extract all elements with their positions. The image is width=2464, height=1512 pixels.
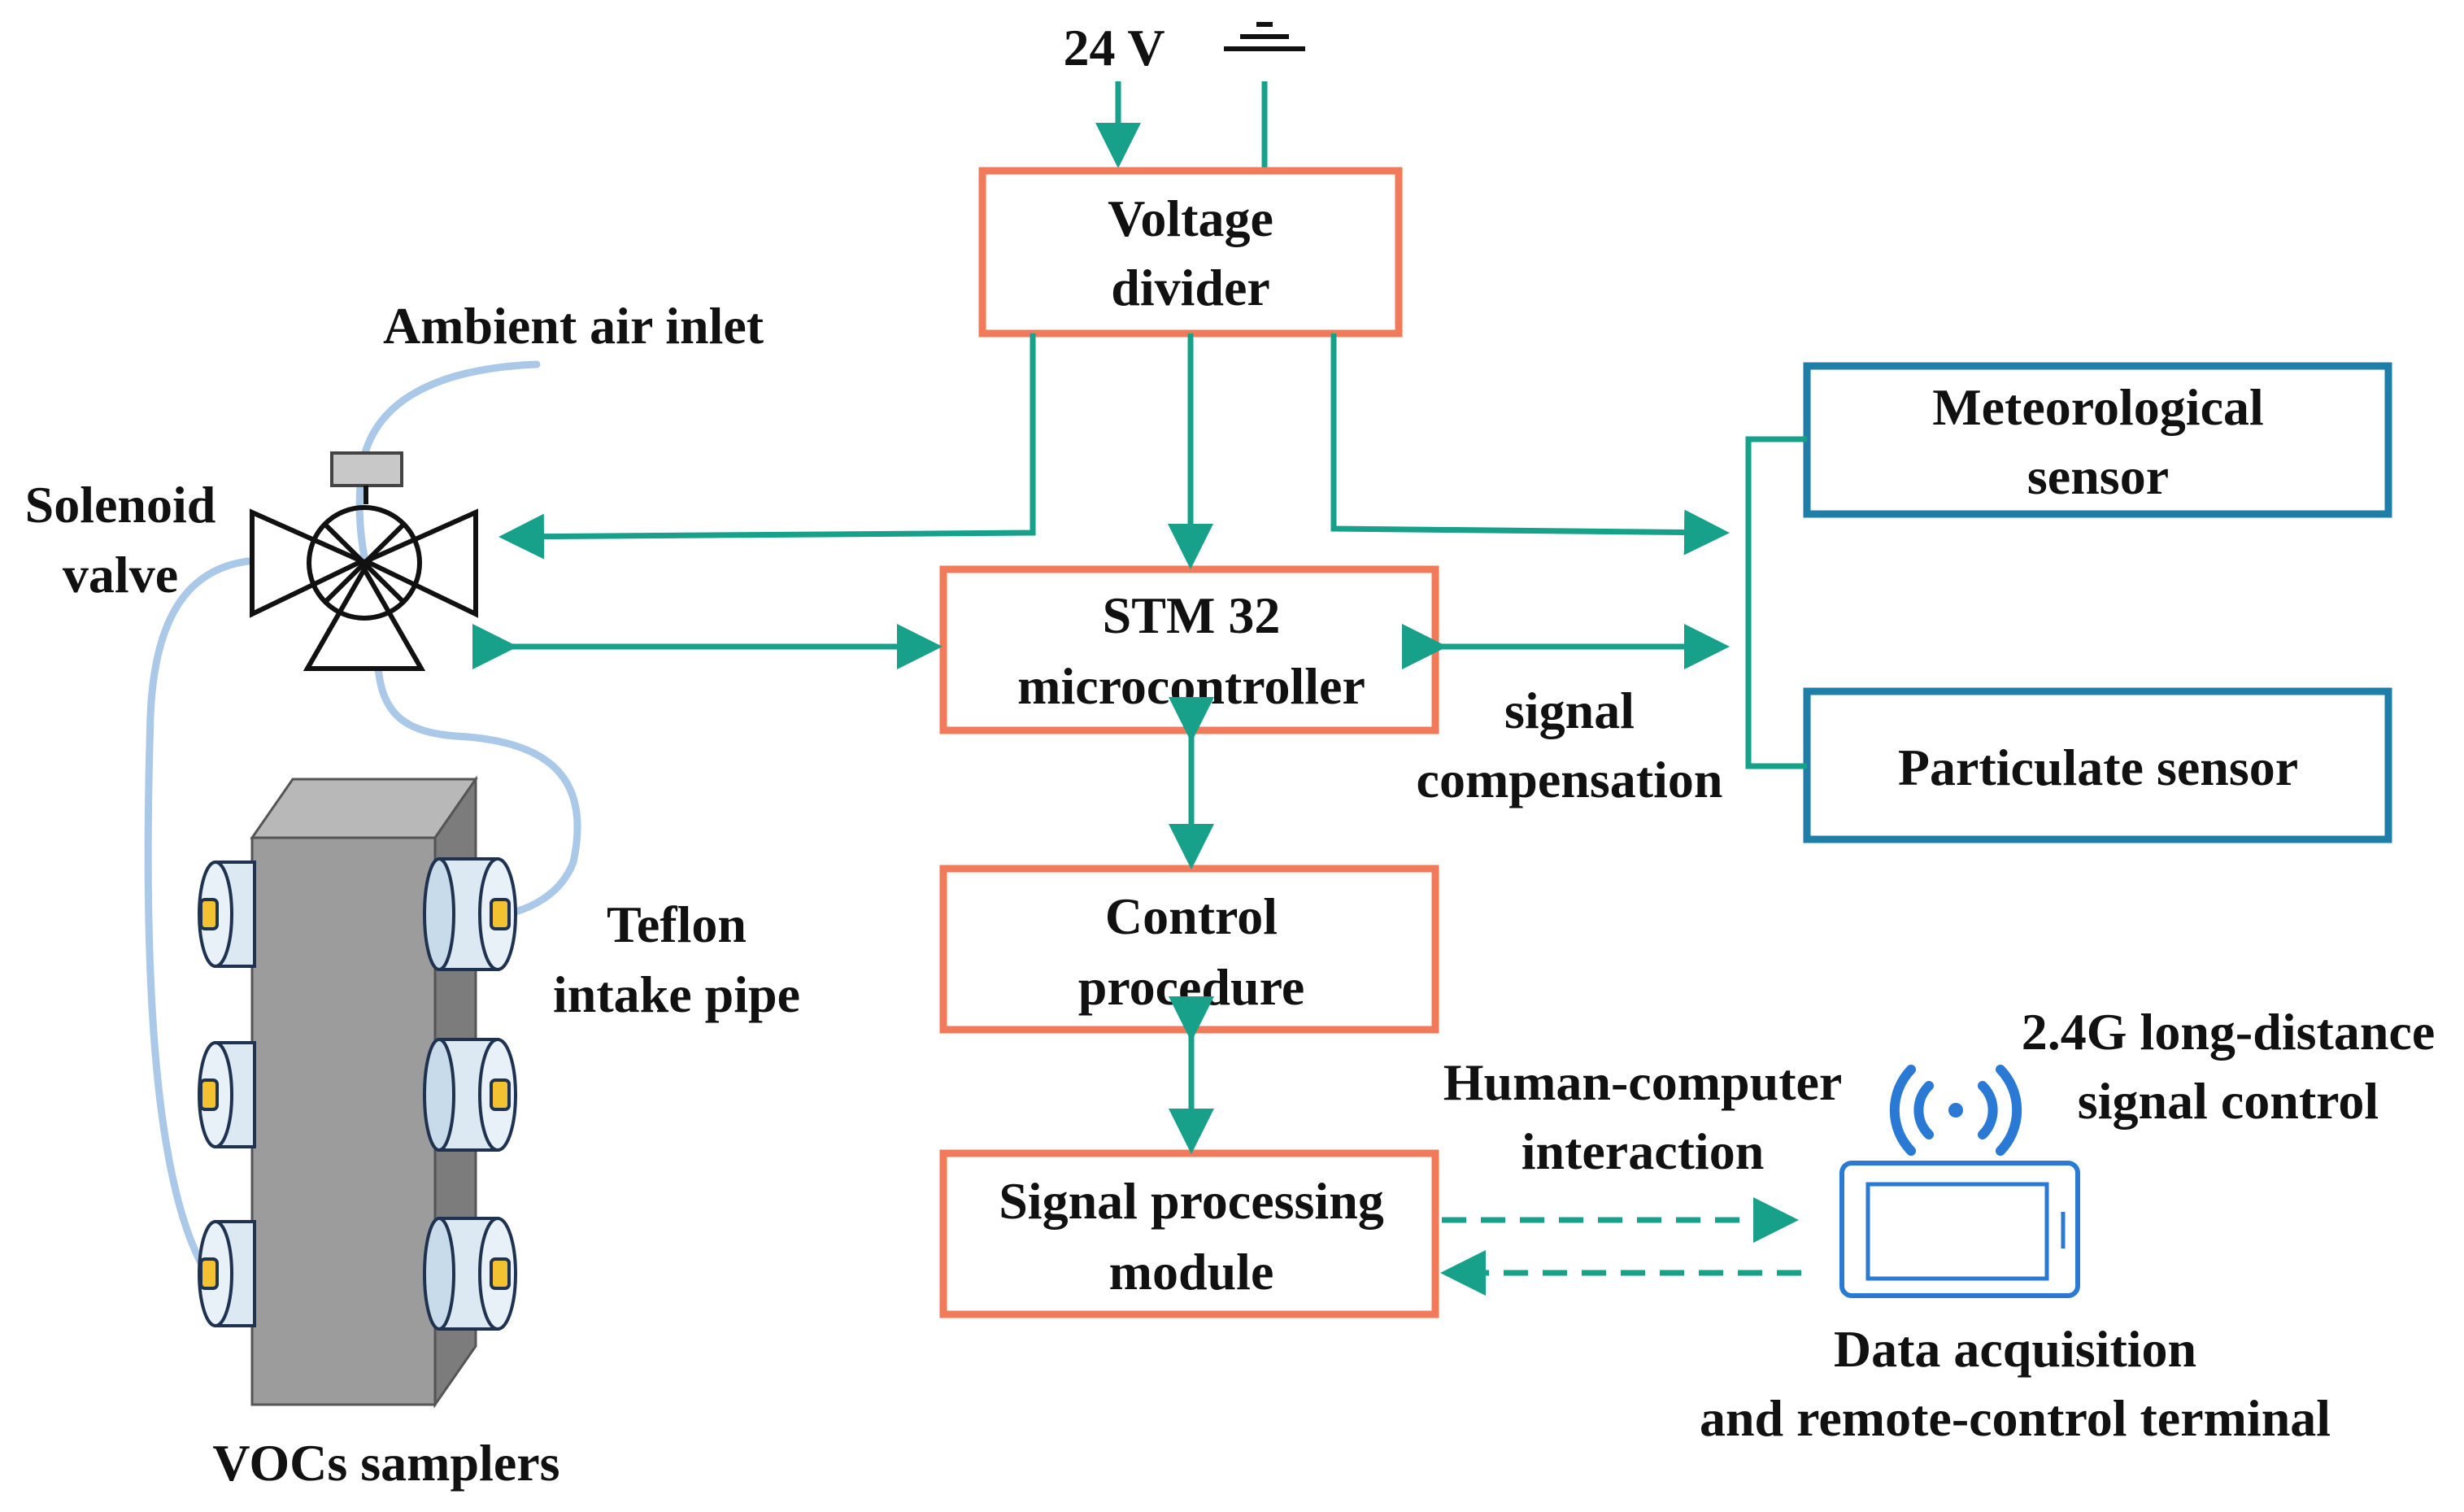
power-connectors	[1095, 81, 1268, 171]
canister-right-1	[423, 857, 517, 971]
particulate-sensor-block: Particulate sensor	[1803, 687, 2392, 843]
signal-processing-block: Signal processing module	[939, 1149, 1439, 1318]
meteorological-sensor-block: Meteorological sensor	[1803, 362, 2392, 518]
solenoid-valve-icon	[250, 451, 478, 671]
stm32-line-1: STM 32	[1103, 586, 1281, 644]
voltage-divider-block: Voltage divider	[978, 167, 1403, 338]
vocs-samplers-label: VOCs samplers	[212, 1434, 559, 1492]
stm32-block: STM 32 microcontroller	[939, 565, 1439, 734]
meteorological-sensor-line-1: Meteorological	[1932, 378, 2264, 436]
ground-symbol	[1224, 22, 1305, 51]
canister-left-1	[198, 861, 256, 968]
canister-left-2	[198, 1041, 256, 1148]
terminal-label-line-1: Data acquisition	[1834, 1320, 2196, 1378]
signal-compensation-line-2: compensation	[1417, 751, 1723, 808]
control-procedure-line-2: procedure	[1078, 958, 1305, 1016]
terminal-label-line-2: and remote-control terminal	[1700, 1389, 2331, 1447]
ambient-air-inlet-label: Ambient air inlet	[383, 297, 764, 355]
sampler-canisters-left	[198, 861, 256, 1327]
signal-compensation-line-1: signal	[1504, 682, 1635, 739]
signal-processing-line-2: module	[1109, 1243, 1274, 1301]
voltage-divider-line-1: Voltage	[1108, 190, 1273, 247]
particulate-sensor-line-1: Particulate sensor	[1898, 739, 2298, 796]
tablet-device-icon	[1839, 1161, 2080, 1298]
signal-processing-line-1: Signal processing	[999, 1172, 1384, 1230]
wireless-link-arrows	[1440, 1197, 1801, 1296]
human-computer-line-1: Human-computer	[1443, 1053, 1843, 1111]
voltage-label: 24 V	[1063, 19, 1165, 76]
solenoid-valve-label-line-1: Solenoid	[25, 476, 216, 534]
wireless-signal-icon	[1889, 1065, 2022, 1156]
canister-right-2	[423, 1038, 517, 1152]
canister-left-3	[198, 1220, 256, 1327]
block-connectors	[472, 333, 1807, 1154]
control-procedure-line-1: Control	[1105, 887, 1278, 945]
wireless-label-line-2: signal control	[2078, 1072, 2379, 1130]
solenoid-valve-label-line-2: valve	[63, 546, 178, 603]
sampler-canisters-right	[423, 857, 517, 1331]
teflon-pipe-label-line-2: intake pipe	[553, 965, 800, 1023]
teflon-tubes	[144, 360, 581, 1271]
stm32-line-2: microcontroller	[1017, 657, 1365, 715]
wireless-label-line-1: 2.4G long-distance	[2022, 1003, 2435, 1061]
voltage-divider-line-2: divider	[1111, 259, 1270, 316]
human-computer-line-2: interaction	[1521, 1122, 1765, 1180]
teflon-pipe-label-line-1: Teflon	[607, 895, 747, 953]
meteorological-sensor-line-2: sensor	[2027, 447, 2169, 505]
canister-right-3	[423, 1217, 517, 1331]
control-procedure-block: Control procedure	[939, 865, 1439, 1034]
